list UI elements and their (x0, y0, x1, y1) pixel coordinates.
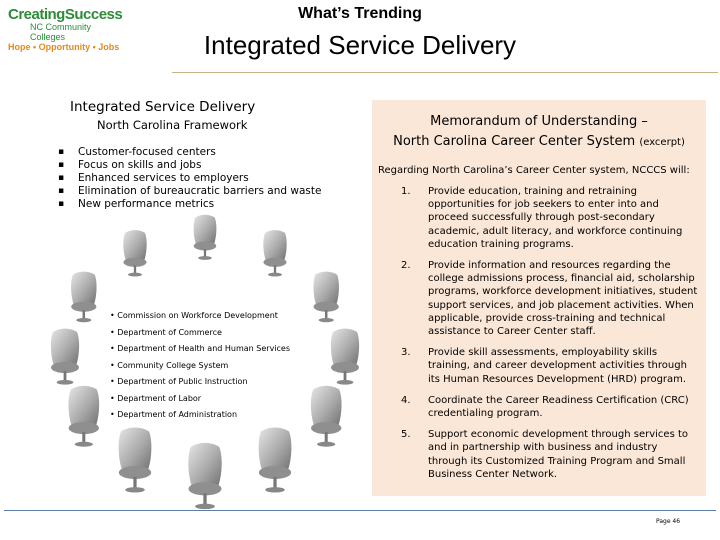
title-divider (172, 72, 718, 73)
department-item: Department of Labor (110, 391, 290, 408)
mou-list: 1. Provide education, training and retrai… (398, 185, 698, 489)
chair-shape (258, 427, 292, 493)
department-item: Department of Health and Human Services (110, 341, 290, 358)
mou-item-text: Provide education, training and retraini… (428, 186, 683, 250)
chairs-circle-image (50, 214, 360, 510)
mou-item-number: 4. (401, 394, 411, 406)
mou-title-suffix: (excerpt) (639, 137, 685, 148)
mou-title-main: North Carolina Career Center System (393, 134, 636, 149)
page-number: Page 46 (656, 518, 681, 525)
mou-item: 2. Provide information and resources rega… (398, 259, 698, 338)
mou-panel: Memorandum of Understanding – North Caro… (372, 100, 706, 496)
mou-item-text: Provide information and resources regard… (428, 260, 698, 338)
framework-title: Integrated Service Delivery (70, 99, 256, 115)
mou-intro: Regarding North Carolina’s Career Center… (378, 165, 690, 176)
mou-item: 3. Provide skill assessments, employabili… (398, 346, 698, 386)
department-item: Department of Commerce (110, 325, 290, 342)
department-item: Commission on Workforce Development (110, 308, 290, 325)
mou-item: 1. Provide education, training and retrai… (398, 185, 698, 251)
slide-title: Integrated Service Delivery (203, 30, 517, 60)
mou-item-number: 2. (401, 260, 411, 272)
bullet-item: Focus on skills and jobs (58, 159, 321, 172)
chair-shape (313, 271, 339, 323)
chair-shape (330, 328, 360, 385)
chair-shape (263, 230, 287, 277)
mou-item-number: 5. (401, 429, 411, 441)
logo-subtext: NC Community Colleges (30, 22, 92, 42)
chair-shape (71, 271, 97, 323)
logo: CreatingSuccess NC Community Colleges Ho… (8, 6, 123, 52)
mou-item-text: Provide skill assessments, employability… (428, 347, 687, 385)
slide-supertitle: What’s Trending (298, 5, 422, 22)
chair-shape (50, 328, 80, 385)
mou-title-line2: North Carolina Career Center System (exc… (372, 132, 706, 153)
bullet-item: Elimination of bureaucratic barriers and… (58, 185, 321, 198)
mou-item: 5. Support economic development through s… (398, 428, 698, 481)
mou-item-number: 1. (401, 186, 411, 197)
chair-shape (123, 230, 147, 277)
logo-tagline: Hope • Opportunity • Jobs (8, 42, 120, 52)
mou-item-number: 3. (401, 347, 411, 359)
framework-bullets: Customer-focused centers Focus on skills… (58, 146, 321, 211)
logo-wordmark: CreatingSuccess (8, 6, 123, 23)
chair-shape (193, 214, 217, 260)
bullet-item: Enhanced services to employers (58, 172, 321, 185)
mou-item-text: Support economic development through ser… (428, 429, 688, 480)
bullet-item: Customer-focused centers (58, 146, 321, 159)
department-item: Department of Public Instruction (110, 374, 290, 391)
chair-shape (68, 385, 100, 447)
mou-title-line1: Memorandum of Understanding – (430, 114, 648, 129)
department-item: Department of Administration (110, 407, 290, 424)
chair-shape (118, 427, 152, 493)
mou-item: 4. Coordinate the Career Readiness Certif… (398, 394, 698, 420)
chair-shape (310, 385, 342, 447)
mou-title: Memorandum of Understanding – North Caro… (372, 112, 706, 153)
department-list: Commission on Workforce Development Depa… (110, 308, 290, 424)
footer-divider (4, 510, 716, 511)
framework-subtitle: North Carolina Framework (97, 118, 248, 132)
bullet-item: New performance metrics (58, 198, 321, 211)
chair-shape (188, 442, 222, 510)
department-item: Community College System (110, 358, 290, 375)
mou-item-text: Coordinate the Career Readiness Certific… (428, 394, 689, 420)
